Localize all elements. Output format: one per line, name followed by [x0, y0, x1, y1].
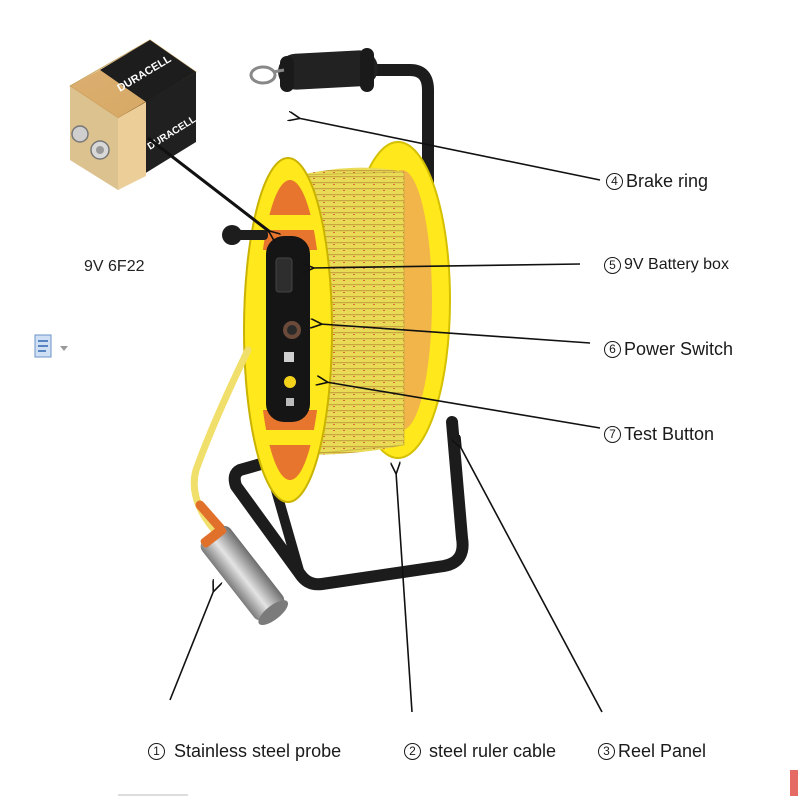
- arrow-test-button: [326, 382, 601, 429]
- brake-ring: [249, 65, 285, 85]
- arrow-reel-panel: [460, 446, 603, 713]
- callout-text: 9V Battery box: [624, 256, 729, 273]
- callout-text: Reel Panel: [618, 741, 707, 761]
- probe-cable: [190, 346, 252, 536]
- callout-brake-ring: 4 Brake ring: [606, 170, 708, 192]
- arrow-cable: [396, 472, 413, 713]
- callout-text: steel ruler cable: [429, 741, 557, 761]
- callout-text: Test Button: [624, 424, 715, 444]
- arrow-battery-box: [312, 264, 581, 268]
- callout-number: 5: [604, 256, 621, 274]
- carry-handle: [278, 48, 378, 92]
- callout-steel-ruler-cable: 2 steel ruler cable: [404, 740, 556, 762]
- callout-number: 2: [404, 742, 421, 760]
- arrow-power-switch: [320, 324, 591, 344]
- callout-battery-box: 5 9V Battery box: [604, 254, 729, 276]
- brake-knob: [222, 225, 268, 245]
- chevron-down-icon: [60, 346, 68, 351]
- stainless-probe-image: [200, 524, 289, 626]
- callout-test-button: 7 Test Button: [604, 423, 714, 445]
- callout-stainless-probe: 1 Stainless steel probe: [148, 740, 341, 762]
- callout-number: 1: [148, 742, 165, 760]
- callout-number: 3: [598, 742, 615, 760]
- callout-number: 7: [604, 425, 621, 443]
- callout-text: Brake ring: [626, 171, 709, 191]
- arrow-battery: [147, 136, 270, 232]
- arrow-probe: [169, 590, 214, 701]
- document-icon[interactable]: [34, 334, 74, 369]
- battery-9v-image: DURACELL DURACELL: [69, 39, 198, 190]
- edge-marker: [790, 770, 798, 796]
- reel-front-flange: [243, 157, 333, 503]
- footer-divider: [118, 794, 188, 796]
- callout-reel-panel: 3 Reel Panel: [598, 740, 706, 762]
- callout-text: Power Switch: [624, 339, 734, 359]
- arrow-brake-ring: [298, 118, 601, 181]
- callout-number: 6: [604, 340, 621, 358]
- callout-power-switch: 6 Power Switch: [604, 338, 733, 360]
- battery-caption: 9V 6F22: [84, 258, 145, 275]
- callout-arrows: [147, 118, 603, 713]
- callout-text: Stainless steel probe: [174, 741, 342, 761]
- callout-number: 4: [606, 172, 623, 190]
